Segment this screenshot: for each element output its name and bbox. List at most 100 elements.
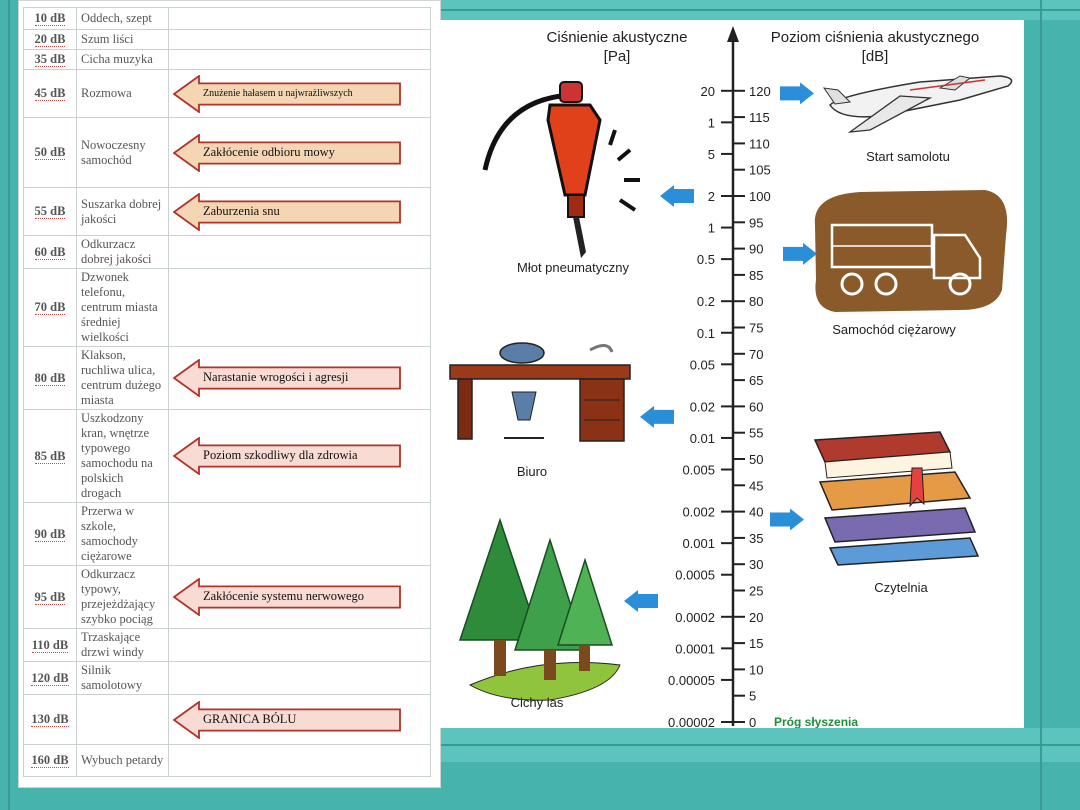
source-description-cell: Suszarka dobrej jakości [76,187,169,236]
truck-label: Samochód ciężarowy [832,322,956,337]
effect-cell [168,661,431,695]
db-tick-label: 85 [749,268,763,283]
db-tick-label: 5 [749,689,756,704]
effect-cell [168,49,431,70]
db-level-text: 35 dB [34,52,66,67]
db-level-cell: 70 dB [23,268,77,347]
pointer-arrow-truck [783,242,817,265]
db-level-text: 70 dB [34,300,66,315]
table-row: 55 dB Suszarka dobrej jakości Zaburzenia s… [23,187,431,236]
truck-icon [814,190,1008,312]
scale-axis-arrowhead [727,26,739,42]
db-tick-label: 115 [749,110,770,125]
background-line-bottom [440,744,1080,746]
effect-cell: Zaburzenia snu [168,187,431,236]
db-tick-label: 105 [749,163,771,178]
effect-arrow: GRANICA BÓLU [172,700,401,740]
pa-tick-label: 0.05 [690,357,715,372]
db-tick-label: 65 [749,373,763,388]
effect-cell [168,502,431,566]
pa-tick-label: 0.1 [697,326,715,341]
pointer-arrow-jackhammer [660,185,694,207]
db-level-text: 85 dB [34,448,66,464]
source-description-cell: Klakson, ruchliwa ulica, centrum dużego … [76,346,169,410]
db-tick-label: 50 [749,452,763,467]
db-tick-label: 20 [749,610,763,625]
effect-cell: Zakłócenie systemu nerwowego [168,565,431,629]
effect-label: Zaburzenia snu [203,204,280,218]
pa-tick-label: 1 [708,115,715,130]
db-level-text: 60 dB [34,244,66,260]
background-line-top [440,9,1080,11]
db-level-text: 80 dB [34,370,66,386]
source-description-cell: Rozmowa [76,69,169,118]
db-level-cell: 95 dB [23,565,77,629]
effect-arrow: Zakłócenie odbioru mowy [172,133,401,173]
db-tick-label: 70 [749,347,763,362]
effect-label: Zakłócenie odbioru mowy [203,145,335,159]
effect-arrow: Zaburzenia snu [172,192,401,232]
db-level-cell: 60 dB [23,235,77,269]
db-level-text: 95 dB [34,589,66,605]
effect-cell: Zakłócenie odbioru mowy [168,117,431,188]
db-level-cell: 130 dB [23,694,77,745]
effect-label: GRANICA BÓLU [203,712,297,726]
db-level-cell: 120 dB [23,661,77,695]
table-row: 80 dB Klakson, ruchliwa ulica, centrum du… [23,346,431,410]
db-tick-label: 75 [749,321,763,336]
db-level-text: 55 dB [34,204,66,219]
pa-tick-label: 0.00005 [668,673,715,688]
db-tick-label: 100 [749,189,771,204]
source-description-cell: Przerwa w szkole, samochody ciężarowe [76,502,169,566]
effect-label: Znużenie hałasem u najwrażliwszych [203,88,353,99]
db-level-text: 120 dB [31,670,69,686]
pointer-arrow-office [640,405,674,428]
db-level-cell: 90 dB [23,502,77,566]
effect-cell: Poziom szkodliwy dla zdrowia [168,409,431,503]
source-description-cell: Silnik samolotowy [76,661,169,695]
pa-tick-label: 2 [708,189,715,204]
db-tick-label: 35 [749,531,763,546]
db-level-text: 50 dB [34,145,66,160]
pa-tick-label: 0.001 [682,536,715,551]
effect-cell [168,7,431,30]
pa-tick-label: 0.002 [682,505,715,520]
effect-cell [168,235,431,269]
office-desk-icon [449,342,631,442]
pa-tick-label: 0.0002 [675,610,715,625]
pointer-arrow-forest [624,590,658,613]
airplane-icon [822,75,1013,133]
source-description-cell [76,694,169,745]
db-level-text: 90 dB [34,526,66,542]
header-level: Poziom ciśnienia akustycznego [771,29,979,46]
db-tick-label: 30 [749,557,763,572]
effect-label: Zakłócenie systemu nerwowego [203,589,365,603]
pa-tick-label: 0.01 [690,431,715,446]
db-tick-label: 15 [749,636,763,651]
effect-arrow: Zakłócenie systemu nerwowego [172,577,401,617]
db-level-cell: 85 dB [23,409,77,503]
effect-arrow: Poziom szkodliwy dla zdrowia [172,436,401,476]
header-pressure-unit: [Pa] [604,48,631,65]
source-description-cell: Trzaskające drzwi windy [76,628,169,662]
table-row: 120 dB Silnik samolotowy [23,661,431,695]
effect-cell: GRANICA BÓLU [168,694,431,745]
db-tick-label: 120 [749,84,771,99]
db-level-text: 45 dB [34,86,66,101]
db-tick-label: 90 [749,242,763,257]
airplane-label: Start samolotu [866,149,950,164]
db-level-cell: 50 dB [23,117,77,188]
office-label: Biuro [517,464,547,479]
acoustic-scale-panel: Ciśnienie akustyczne [Pa] Poziom ciśnien… [440,20,1024,730]
db-tick-label: 0 [749,715,756,728]
jackhammer-label: Młot pneumatyczny [517,260,629,275]
db-level-cell: 35 dB [23,49,77,70]
